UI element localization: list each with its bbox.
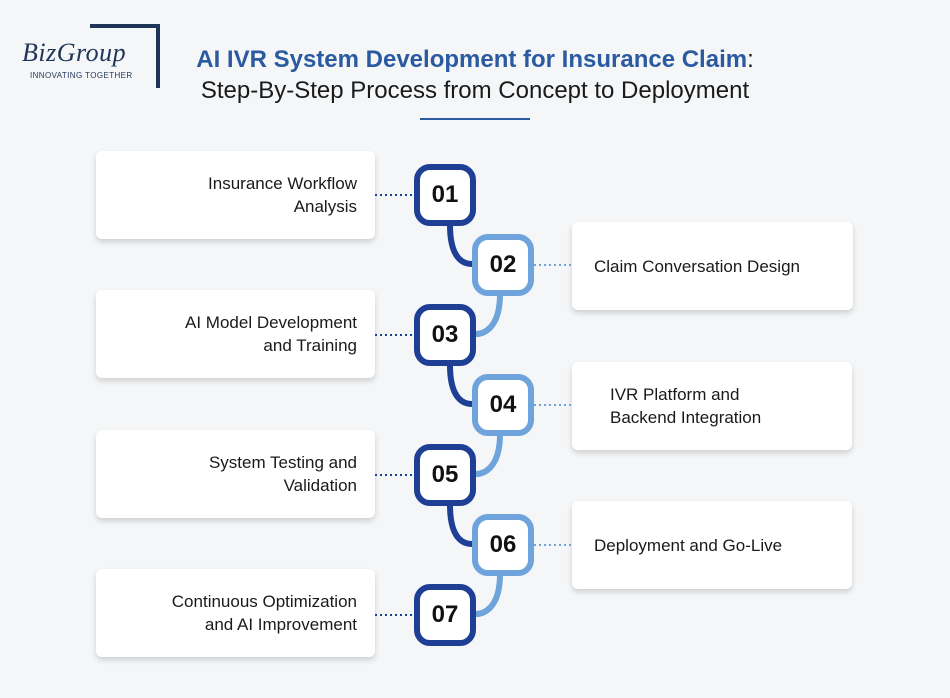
step-card-07: Continuous Optimization and AI Improveme… (96, 569, 375, 657)
title-colon: : (747, 46, 754, 73)
step-badge-07: 07 (414, 584, 476, 646)
step-badge-02: 02 (472, 234, 534, 296)
title-underline (420, 118, 530, 120)
step-badge-03: 03 (414, 304, 476, 366)
step-card-06: Deployment and Go-Live (572, 501, 852, 589)
connector-06-07 (475, 573, 503, 617)
connector-03-04 (447, 364, 473, 407)
step-label-02: Claim Conversation Design (594, 256, 800, 276)
step-label-07: Continuous Optimization and AI Improveme… (171, 592, 357, 634)
step-label-03: AI Model Development and Training (185, 313, 357, 355)
step-label-01: Insurance Workflow Analysis (208, 174, 357, 216)
title-highlight: AI IVR System Development for Insurance … (196, 46, 748, 73)
step-badge-01: 01 (414, 164, 476, 226)
connector-04-05 (475, 433, 503, 477)
logo-tagline: INNOVATING TOGETHER (30, 71, 137, 80)
logo-frame (90, 24, 160, 88)
step-badge-05: 05 (414, 444, 476, 506)
step-card-01: Insurance Workflow Analysis (96, 151, 375, 239)
step-label-06: Deployment and Go-Live (594, 535, 783, 555)
step-card-05: System Testing and Validation (96, 430, 375, 518)
step-badge-04: 04 (472, 374, 534, 436)
connector-02-03 (475, 293, 503, 337)
step-card-04: IVR Platform and Backend Integration (572, 362, 852, 450)
step-card-03: AI Model Development and Training (96, 290, 375, 378)
step-label-05: System Testing and Validation (208, 453, 357, 495)
logo-wordmark: BizGroup (22, 38, 127, 67)
connector-01-02 (447, 224, 473, 267)
page-title: AI IVR System Development for Insurance … (0, 44, 950, 106)
bizgroup-logo: BizGroup INNOVATING TOGETHER (22, 24, 160, 88)
step-card-02: Claim Conversation Design (572, 222, 853, 310)
connector-05-06 (447, 504, 473, 547)
step-label-04: IVR Platform and Backend Integration (610, 385, 762, 427)
title-line2: Step-By-Step Process from Concept to Dep… (200, 77, 750, 104)
step-badge-06: 06 (472, 514, 534, 576)
